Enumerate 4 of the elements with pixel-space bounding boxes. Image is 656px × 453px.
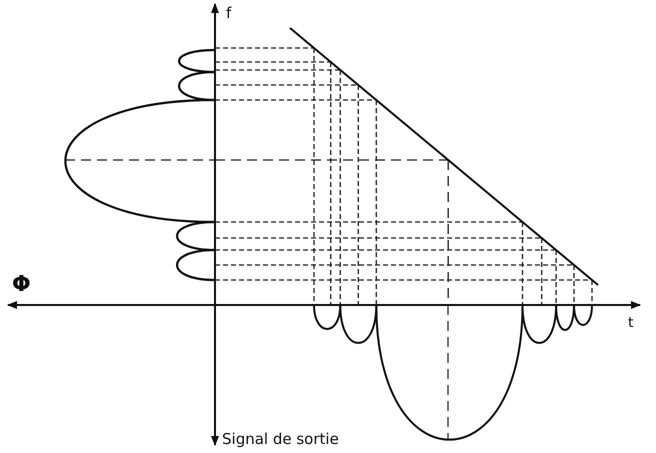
axis-label: t <box>628 316 634 330</box>
axis-label: Signal de sortie <box>222 432 339 447</box>
axis-label: f <box>226 6 232 21</box>
axis-label: Φ <box>12 274 31 296</box>
